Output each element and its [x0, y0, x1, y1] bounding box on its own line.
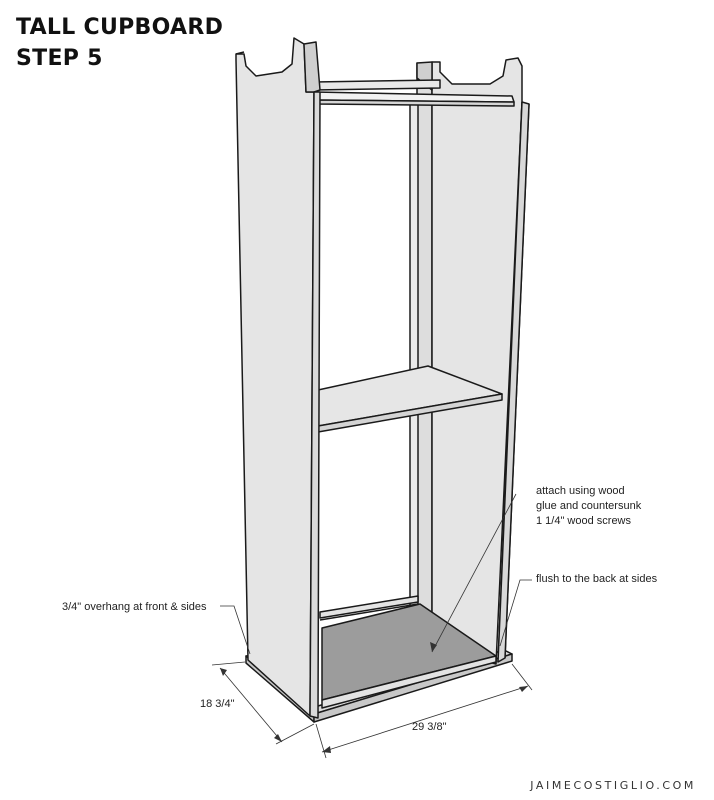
left-side-panel [235, 37, 315, 717]
site-credit: JAIMECOSTIGLIO.COM [530, 779, 696, 792]
attach-annotation: attach using wood glue and countersunk 1… [536, 484, 641, 529]
depth-dimension-label: 18 3/4" [200, 698, 235, 710]
attach-line-2: glue and countersunk [536, 500, 642, 512]
overhang-annotation: 3/4" overhang at front & sides [62, 601, 207, 613]
attach-line-1: attach using wood [536, 485, 625, 497]
attach-line-3: 1 1/4" wood screws [536, 515, 632, 527]
back-upright [409, 103, 419, 611]
right-side-panel-inner [416, 62, 433, 646]
left-side-panel-edge [303, 41, 321, 93]
lower-back-rail [319, 595, 419, 619]
flush-leader [499, 579, 532, 647]
flush-annotation: flush to the back at sides [536, 573, 658, 585]
width-dimension-line [321, 685, 529, 753]
width-dimension-label: 29 3/8" [412, 721, 447, 733]
depth-dimension-line [219, 667, 283, 743]
title-line-1: TALL CUPBOARD [16, 15, 224, 40]
overhang-leader [220, 605, 251, 655]
title-line-2: STEP 5 [16, 46, 103, 71]
diagram-title: TALL CUPBOARD STEP 5 [16, 12, 223, 74]
right-side-panel [431, 57, 523, 665]
attach-leader [431, 493, 517, 653]
top-back-rail [313, 79, 441, 91]
